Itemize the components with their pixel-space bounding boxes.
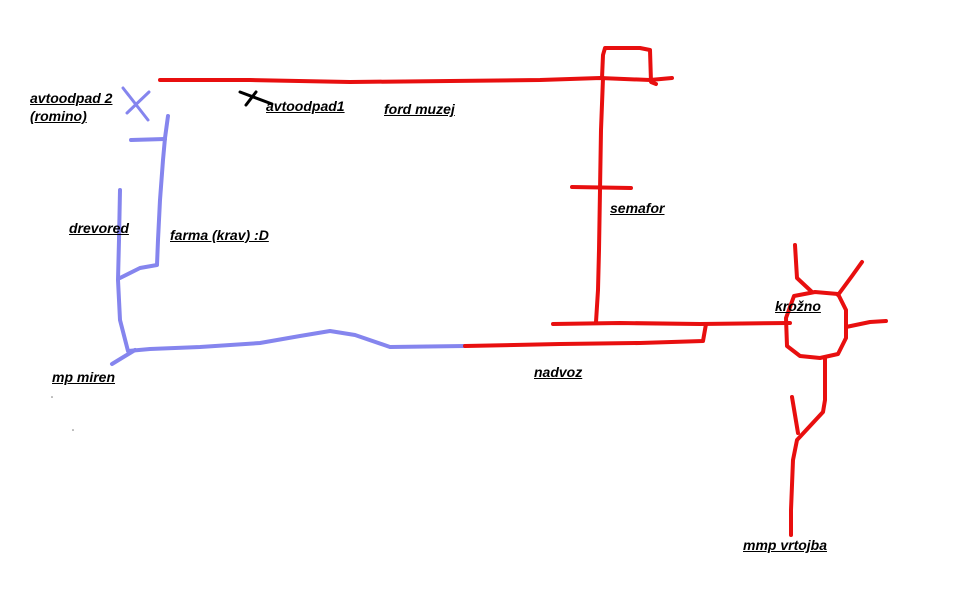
label-avtoodpad2-sub: (romino) <box>30 108 87 124</box>
red-road-semafor-stub <box>570 185 633 190</box>
red-road-south <box>789 356 827 537</box>
label-semafor: semafor <box>610 200 665 216</box>
avtoodpad1-cross-marker <box>238 90 274 107</box>
label-avtoodpad1: avtoodpad1 <box>266 98 345 114</box>
label-krozno: krožno <box>775 298 821 314</box>
blue-road-farma-branch <box>118 114 170 280</box>
avtoodpad2-cross-marker <box>121 86 151 122</box>
stray-dot <box>51 396 53 398</box>
red-road-nadvoz <box>463 322 708 348</box>
red-road-upper-connector <box>551 321 792 326</box>
red-road-e-spur <box>844 319 888 329</box>
red-road-ne-spur <box>836 260 864 297</box>
red-route <box>158 46 888 537</box>
red-road-south-spur <box>790 395 800 435</box>
red-road-roundabout <box>784 290 848 360</box>
stray-dot <box>72 429 74 431</box>
label-ford-muzej: ford muzej <box>384 101 455 117</box>
blue-road-top-stub <box>129 137 167 142</box>
label-nadvoz: nadvoz <box>534 364 583 380</box>
label-drevored: drevored <box>69 220 129 236</box>
blue-road-main <box>116 188 467 353</box>
red-road-loop <box>600 46 658 86</box>
red-road-n-spur <box>793 243 814 294</box>
label-mp-miren: mp miren <box>52 369 116 385</box>
red-road-vertical <box>594 76 605 324</box>
red-road-top <box>158 76 674 84</box>
blue-route <box>110 114 467 366</box>
label-farma: farma (krav) :D <box>170 227 269 243</box>
label-avtoodpad2: avtoodpad 2 <box>30 90 113 106</box>
label-mmp-vrtojba: mmp vrtojba <box>743 537 828 553</box>
blue-road-mp-miren-spur <box>110 348 137 366</box>
